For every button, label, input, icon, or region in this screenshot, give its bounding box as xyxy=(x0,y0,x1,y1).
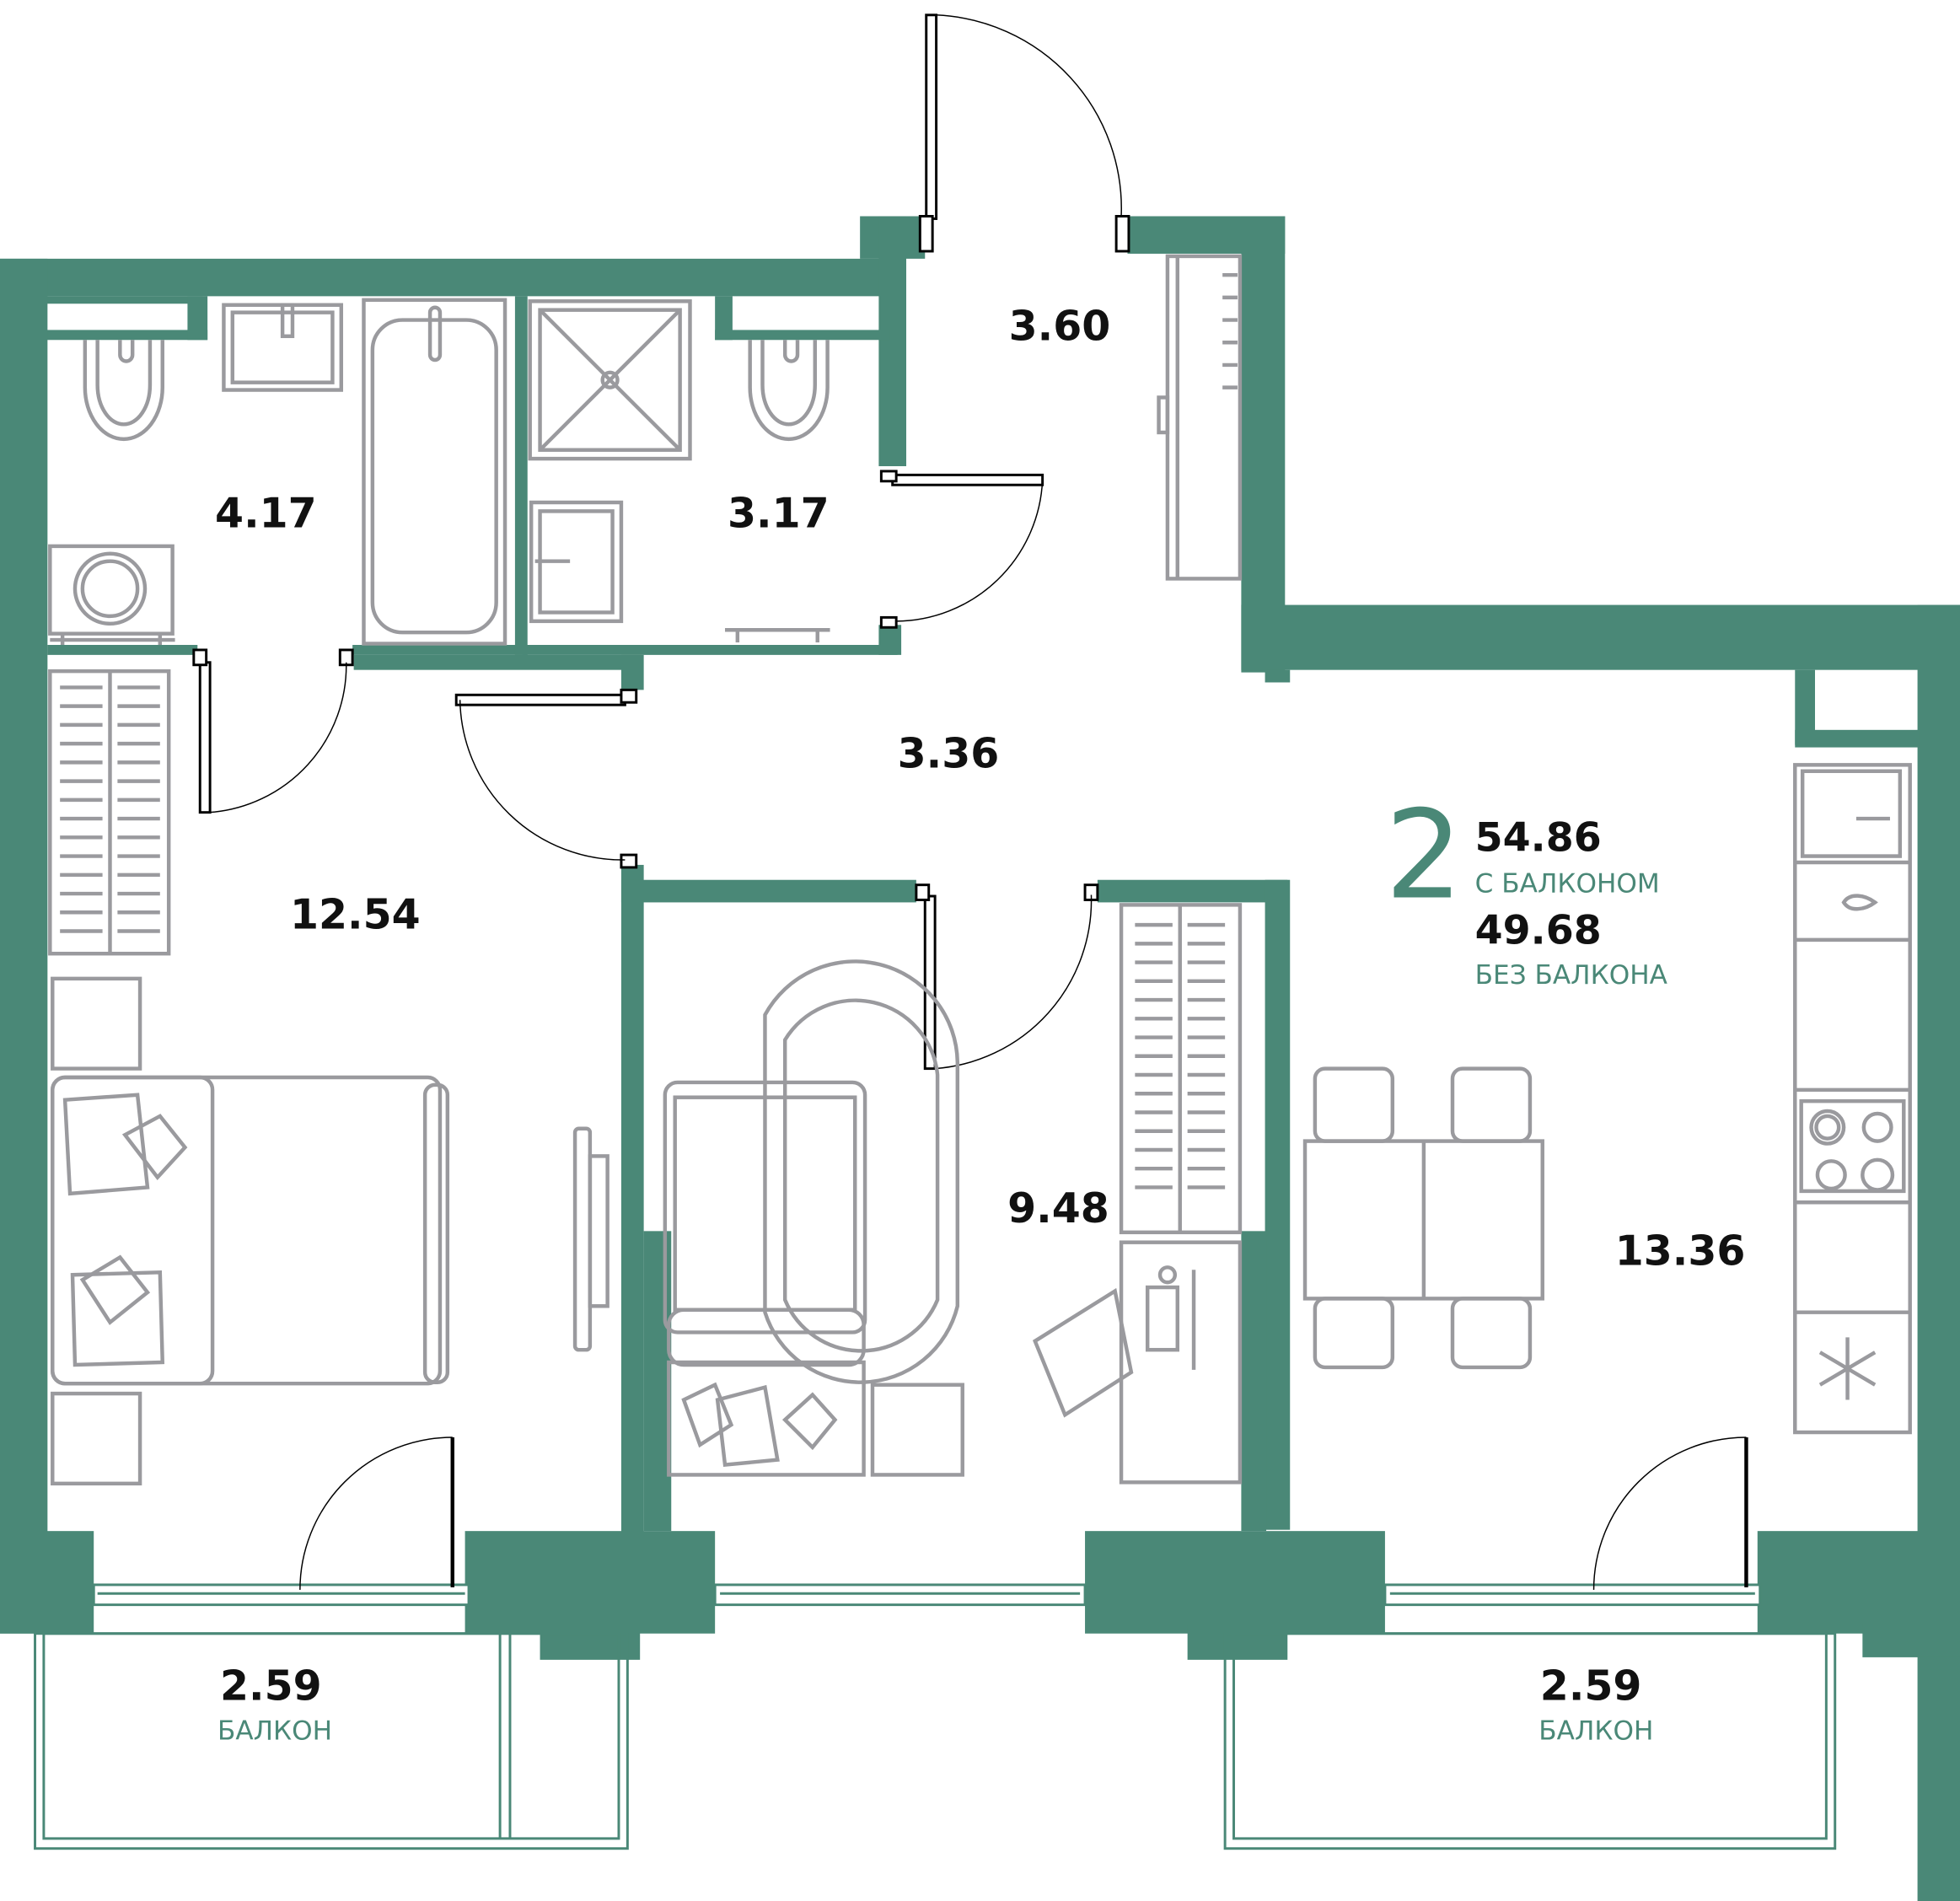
doors xyxy=(192,13,1748,1590)
entrance-door xyxy=(925,13,938,220)
nightstand-icon xyxy=(51,976,142,1071)
chair-icon-4 xyxy=(1313,1297,1395,1370)
box-icon xyxy=(870,1383,964,1477)
fixtures xyxy=(48,254,1912,1486)
bed-icon xyxy=(51,1075,443,1386)
windows xyxy=(92,1583,1762,1607)
kitchen-sink-icon xyxy=(1800,769,1903,858)
bathtub-icon xyxy=(362,298,507,646)
balcony-label-right: БАЛКОН xyxy=(1538,1716,1653,1747)
sofa-bed-icon xyxy=(663,1080,867,1334)
chair-icon-2 xyxy=(1313,1066,1395,1143)
room-area-shower-room: 3.17 xyxy=(728,490,830,538)
sink-icon-2 xyxy=(529,500,624,624)
washing-machine-icon xyxy=(48,544,175,636)
toilet-icon-2 xyxy=(748,340,830,442)
walls xyxy=(0,216,1960,1901)
total-area-with-balcony: 54.86 xyxy=(1475,815,1602,862)
apartment-summary: 2 54.86 С БАЛКОНОМ 49.68 БЕЗ БАЛКОНА xyxy=(1385,784,1668,990)
rug-icon xyxy=(763,959,960,1384)
total-area-without-balcony: 49.68 xyxy=(1475,907,1602,953)
room-area-entrance-hall: 3.60 xyxy=(1009,302,1111,350)
nightstand-icon-2 xyxy=(51,1391,142,1486)
without-balcony-label: БЕЗ БАЛКОНА xyxy=(1475,960,1668,991)
room-area-bedroom: 12.54 xyxy=(290,891,421,939)
balcony-area-right: 2.59 xyxy=(1540,1662,1642,1710)
room-area-bathroom: 4.17 xyxy=(215,490,317,538)
chair-icon-3 xyxy=(1450,1066,1533,1143)
room-area-second-bedroom: 9.48 xyxy=(1007,1184,1109,1232)
balcony-outlines xyxy=(34,1632,1837,1850)
shower-icon xyxy=(528,299,692,461)
room-labels: 4.17 3.17 3.60 3.36 12.54 9.48 13.36 2.5… xyxy=(215,302,1745,1746)
room-area-kitchen-living: 13.36 xyxy=(1615,1227,1746,1275)
balcony-area-left: 2.59 xyxy=(220,1662,322,1710)
rooms-count: 2 xyxy=(1385,784,1463,926)
chair-icon-5 xyxy=(1450,1297,1533,1370)
with-balcony-label: С БАЛКОНОМ xyxy=(1475,869,1660,899)
snowflake-icon xyxy=(1818,1337,1877,1400)
tv-icon xyxy=(572,1126,593,1352)
kitchen-unit xyxy=(1793,763,1912,1435)
room-area-corridor: 3.36 xyxy=(898,729,1000,777)
desk-icon xyxy=(1119,1240,1243,1485)
chair-icon xyxy=(1032,1287,1134,1418)
cooktop-icon xyxy=(1799,1098,1906,1194)
balcony-label-left: БАЛКОН xyxy=(217,1716,332,1747)
toilet-icon xyxy=(83,340,164,442)
